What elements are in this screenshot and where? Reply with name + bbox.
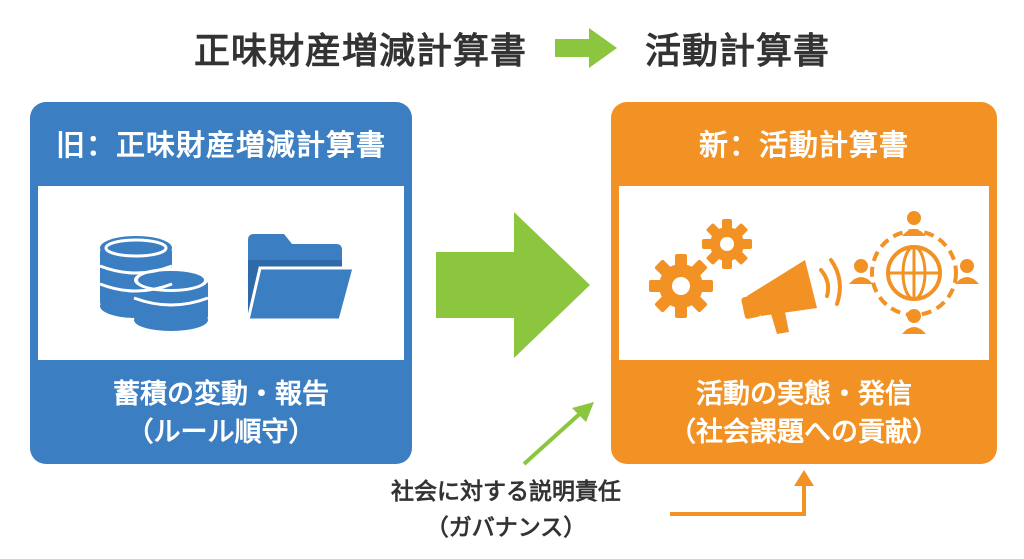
new-card-caption: 活動の実態・発信 （社会課題への貢献） — [611, 370, 997, 458]
accountability-label: 社会に対する説明責任 （ガバナンス） — [356, 474, 656, 546]
coins-icon — [99, 236, 209, 331]
megaphone-icon — [741, 258, 842, 334]
folder-icon — [246, 234, 356, 322]
accountability-line2: （ガバナンス） — [425, 515, 587, 541]
globe-network-icon — [849, 211, 979, 334]
accountability-line1: 社会に対する説明責任 — [391, 479, 621, 505]
old-statement-card: 旧：正味財産増減計算書 — [30, 102, 412, 464]
header-to-label: 活動計算書 — [645, 31, 831, 72]
transition-arrow-icon — [436, 212, 590, 358]
green-diagonal-arrow-icon — [522, 402, 594, 466]
old-caption-line2: （ルール順守） — [126, 417, 316, 448]
old-card-caption: 蓄積の変動・報告 （ルール順守） — [30, 370, 412, 458]
gears-icon — [649, 219, 752, 318]
new-statement-card: 新：活動計算書 — [611, 102, 997, 464]
orange-elbow-arrow-icon — [670, 470, 814, 516]
header-arrow-icon — [555, 28, 617, 68]
old-card-title: 旧：正味財産増減計算書 — [55, 128, 386, 162]
old-card-icon-panel — [38, 186, 404, 360]
header-from-label: 正味財産増減計算書 — [193, 31, 527, 72]
old-caption-line1: 蓄積の変動・報告 — [113, 379, 329, 410]
header: 正味財産増減計算書 活動計算書 — [0, 18, 1024, 78]
new-caption-line2: （社会課題への貢献） — [669, 417, 939, 448]
new-card-icon-panel — [619, 186, 989, 360]
new-caption-line1: 活動の実態・発信 — [696, 379, 912, 410]
new-card-title: 新：活動計算書 — [698, 128, 909, 162]
